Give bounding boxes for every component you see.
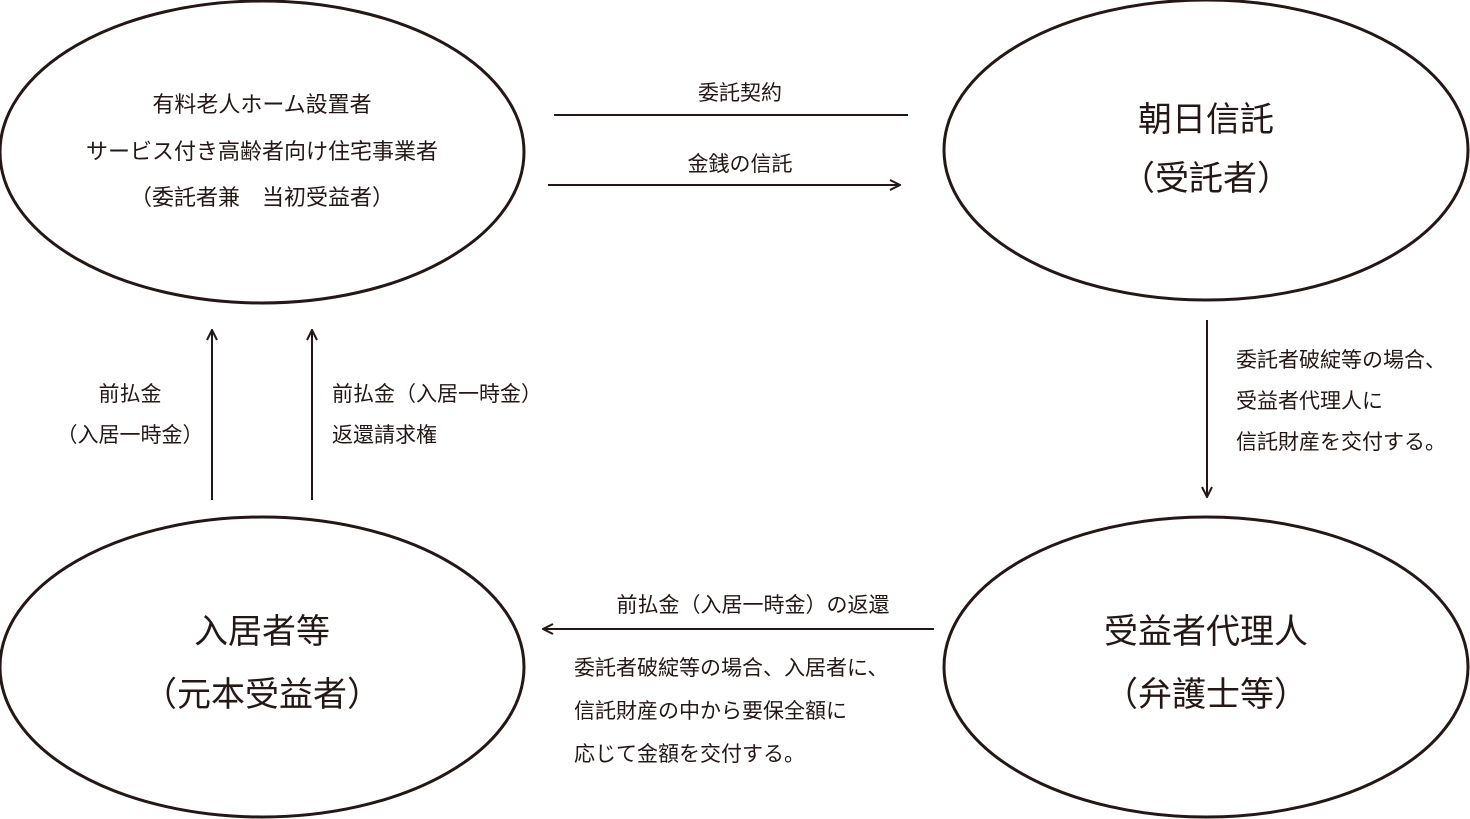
trustee-node: 朝日信託 （受託者） <box>942 0 1470 302</box>
residents-line1: 入居者等 <box>194 612 330 652</box>
trustee-line1: 朝日信託 <box>1138 100 1274 140</box>
agent-line2: （弁護士等） <box>1104 675 1308 715</box>
settlor-line2: サービス付き高齢者向け住宅事業者 <box>86 140 438 165</box>
delivery-line3: 信託財産を交付する。 <box>1236 430 1446 454</box>
residents-line2: （元本受益者） <box>143 675 381 715</box>
money-trust-edge: 金銭の信託 <box>548 152 900 185</box>
agent-line1: 受益者代理人 <box>1104 612 1308 652</box>
refund-line1: 委託者破綻等の場合、入居者に、 <box>574 656 888 680</box>
refund-label: 前払金（入居一時金）の返還 <box>617 593 890 617</box>
refund-claim-line1: 前払金（入居一時金） <box>332 382 542 406</box>
delivery-edge: 委託者破綻等の場合、 受益者代理人に 信託財産を交付する。 <box>1207 320 1446 497</box>
refund-claim-line2: 返還請求権 <box>332 423 437 447</box>
money-trust-label: 金銭の信託 <box>688 152 793 176</box>
residents-node: 入居者等 （元本受益者） <box>0 515 526 819</box>
settlor-line3: （委託者兼 当初受益者） <box>130 186 394 211</box>
agent-node: 受益者代理人 （弁護士等） <box>942 515 1470 819</box>
prepayment-line1: 前払金 <box>99 382 162 406</box>
trustee-line2: （受託者） <box>1121 159 1291 199</box>
settlor-line1: 有料老人ホーム設置者 <box>152 93 371 118</box>
refund-line2: 信託財産の中から要保全額に <box>574 699 847 723</box>
prepayment-line2: （入居一時金） <box>57 423 204 447</box>
prepayment-edge: 前払金 （入居一時金） <box>57 330 213 500</box>
refund-claim-edge: 前払金（入居一時金） 返還請求権 <box>312 330 542 500</box>
settlor-node: 有料老人ホーム設置者 サービス付き高齢者向け住宅事業者 （委託者兼 当初受益者） <box>0 0 526 305</box>
refund-line3: 応じて金額を交付する。 <box>574 742 805 766</box>
trust-contract-edge: 委託契約 <box>554 81 908 116</box>
delivery-line2: 受益者代理人に <box>1236 389 1383 413</box>
trust-contract-label: 委託契約 <box>698 81 782 105</box>
refund-edge: 前払金（入居一時金）の返還 委託者破綻等の場合、入居者に、 信託財産の中から要保… <box>543 593 934 766</box>
delivery-line1: 委託者破綻等の場合、 <box>1236 348 1446 372</box>
